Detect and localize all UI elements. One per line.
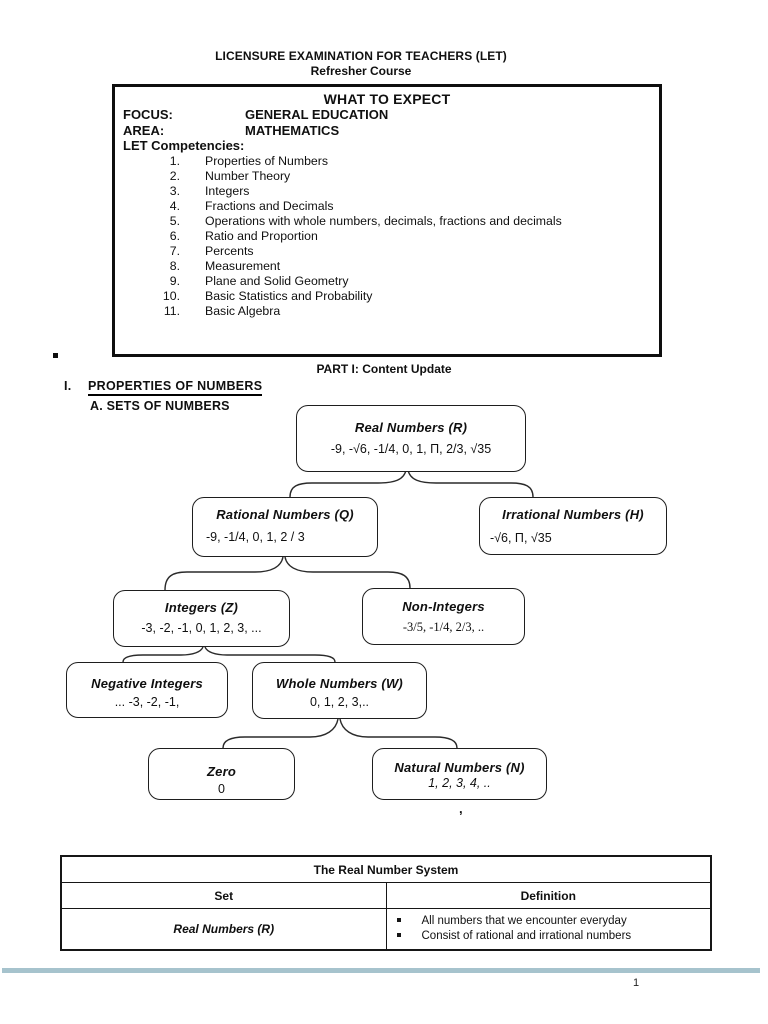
node-values: 0 xyxy=(218,782,225,796)
item-number: 6. xyxy=(169,228,180,243)
node-values: -3, -2, -1, 0, 1, 2, 3, ... xyxy=(141,621,262,635)
item-text: Number Theory xyxy=(205,168,291,183)
list-item: 2. Number Theory xyxy=(115,169,659,184)
list-item: 7. Percents xyxy=(115,244,659,259)
item-text: Basic Statistics and Probability xyxy=(205,288,373,303)
competencies-label: LET Competencies: xyxy=(123,138,245,153)
item-text: Operations with whole numbers, decimals,… xyxy=(205,213,562,228)
item-number: 5. xyxy=(169,213,180,228)
node-values: -9, -√6, -1/4, 0, 1, Π, 2/3, √35 xyxy=(330,442,492,456)
item-text: Plane and Solid Geometry xyxy=(205,273,349,288)
list-item: 6. Ratio and Proportion xyxy=(115,229,659,244)
item-text: Percents xyxy=(205,243,254,258)
node-values: 1, 2, 3, 4, .. xyxy=(428,776,491,790)
item-number: 3. xyxy=(169,183,180,198)
what-to-expect-box: WHAT TO EXPECT FOCUS: GENERAL EDUCATION A… xyxy=(112,84,662,357)
square-bullet-icon xyxy=(396,918,401,922)
column-header-definition: Definition xyxy=(385,882,712,909)
real-number-system-table: The Real Number System Set Definition Re… xyxy=(60,855,712,951)
list-item: 8. Measurement xyxy=(115,259,659,274)
document-title: LICENSURE EXAMINATION FOR TEACHERS (LET) xyxy=(215,49,507,63)
document-subtitle: Refresher Course xyxy=(310,64,412,78)
list-item: 9. Plane and Solid Geometry xyxy=(115,274,659,289)
set-cell: Real Numbers (R) xyxy=(60,908,387,951)
focus-label: FOCUS: xyxy=(123,107,173,122)
focus-field: FOCUS: GENERAL EDUCATION xyxy=(115,107,659,123)
tree-node-negative-integers: Negative Integers ... -3, -2, -1, xyxy=(66,662,228,718)
expect-box-title: WHAT TO EXPECT xyxy=(323,91,451,107)
item-number: 4. xyxy=(169,198,180,213)
tree-node-irrational-numbers: Irrational Numbers (H) -√6, Π, √35 xyxy=(479,497,667,555)
node-title: Integers (Z) xyxy=(164,600,239,615)
list-item: 1. Properties of Numbers xyxy=(115,154,659,169)
item-text: Basic Algebra xyxy=(205,303,281,318)
item-number: 10. xyxy=(162,288,180,303)
item-text: Measurement xyxy=(205,258,281,273)
node-title: Rational Numbers (Q) xyxy=(216,507,354,522)
item-number: 9. xyxy=(169,273,180,288)
table-title: The Real Number System xyxy=(60,855,712,883)
definition-text: Consist of rational and irrational numbe… xyxy=(421,930,632,942)
item-text: Fractions and Decimals xyxy=(205,198,334,213)
square-bullet-icon xyxy=(396,933,401,937)
page-number: 1 xyxy=(633,977,640,989)
column-header-set: Set xyxy=(60,882,387,909)
node-title: Irrational Numbers (H) xyxy=(502,507,644,522)
tree-node-real-numbers: Real Numbers (R) -9, -√6, -1/4, 0, 1, Π,… xyxy=(296,405,526,472)
item-text: Integers xyxy=(205,183,250,198)
node-title: Natural Numbers (N) xyxy=(394,760,525,775)
document-header: LICENSURE EXAMINATION FOR TEACHERS (LET)… xyxy=(0,49,722,78)
tree-node-integers: Integers (Z) -3, -2, -1, 0, 1, 2, 3, ... xyxy=(113,590,290,647)
footer-divider-rule xyxy=(2,968,760,973)
item-number: 8. xyxy=(169,258,180,273)
item-number: 7. xyxy=(169,243,180,258)
definition-line: Consist of rational and irrational numbe… xyxy=(396,929,711,944)
definition-cell: All numbers that we encounter everyday C… xyxy=(385,908,712,951)
node-title: Zero xyxy=(207,764,236,779)
section-title: PROPERTIES OF NUMBERS xyxy=(88,379,263,396)
list-item: 5. Operations with whole numbers, decimal… xyxy=(115,214,659,229)
tree-node-rational-numbers: Rational Numbers (Q) -9, -1/4, 0, 1, 2 /… xyxy=(192,497,378,557)
node-values: -9, -1/4, 0, 1, 2 / 3 xyxy=(206,530,305,544)
item-number: 2. xyxy=(169,168,180,183)
table-header-row: Set Definition xyxy=(60,882,712,909)
tree-node-non-integers: Non-Integers -3/5, -1/4, 2/3, .. xyxy=(362,588,525,645)
item-text: Ratio and Proportion xyxy=(205,228,318,243)
competencies-list: 1.Properties of Numbers 2.Number Theory … xyxy=(115,154,659,319)
node-title: Non-Integers xyxy=(402,599,485,614)
list-item: 10. Basic Statistics and Probability xyxy=(115,289,659,304)
focus-value: GENERAL EDUCATION xyxy=(245,107,389,122)
table-row: Real Numbers (R) All numbers that we enc… xyxy=(60,908,712,951)
subsection-heading: A. SETS OF NUMBERS xyxy=(90,399,230,413)
node-values: -√6, Π, √35 xyxy=(490,531,552,545)
list-item: 11. Basic Algebra xyxy=(115,304,659,319)
part-heading: PART I: Content Update xyxy=(316,362,452,376)
definition-text: All numbers that we encounter everyday xyxy=(421,915,627,927)
stray-comma-mark: , xyxy=(459,801,463,816)
node-title: Whole Numbers (W) xyxy=(276,676,403,691)
tree-node-natural-numbers: Natural Numbers (N) 1, 2, 3, 4, .. xyxy=(372,748,547,800)
area-value: MATHEMATICS xyxy=(245,122,340,138)
node-values: 0, 1, 2, 3,.. xyxy=(309,695,370,709)
list-item: 4. Fractions and Decimals xyxy=(115,199,659,214)
node-values: -3/5, -1/4, 2/3, .. xyxy=(402,620,485,634)
definition-line: All numbers that we encounter everyday xyxy=(396,914,711,929)
area-field: AREA: MATHEMATICS xyxy=(115,123,659,139)
node-values: ... -3, -2, -1, xyxy=(114,695,180,709)
item-number: 1. xyxy=(169,153,180,168)
node-title: Real Numbers (R) xyxy=(354,420,468,435)
tree-node-zero: Zero 0 xyxy=(148,748,295,800)
section-numeral: I. xyxy=(64,379,72,393)
area-label: AREA: xyxy=(123,122,165,138)
item-text: Properties of Numbers xyxy=(205,153,329,168)
tree-node-whole-numbers: Whole Numbers (W) 0, 1, 2, 3,.. xyxy=(252,662,427,719)
square-bullet-icon xyxy=(53,353,58,358)
section-heading: I. PROPERTIES OF NUMBERS xyxy=(64,379,263,396)
item-number: 11. xyxy=(163,303,180,318)
node-title: Negative Integers xyxy=(91,676,203,691)
list-item: 3. Integers xyxy=(115,184,659,199)
